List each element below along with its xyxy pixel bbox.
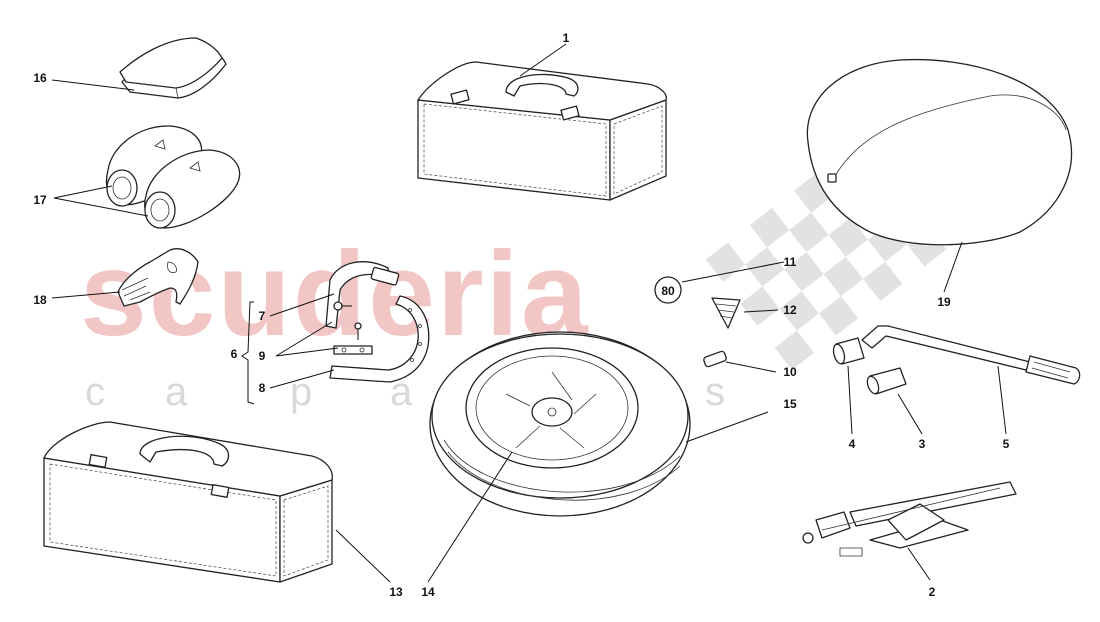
callout-15: 15 (783, 397, 797, 411)
callout-8: 8 (259, 381, 266, 395)
callout-4: 4 (849, 437, 856, 451)
svg-text:a: a (165, 370, 188, 414)
callout-7: 7 (259, 309, 266, 323)
part-2-jack (802, 481, 1017, 557)
svg-text:c: c (85, 370, 105, 414)
part-4-socket (832, 337, 865, 365)
svg-text:s: s (705, 370, 725, 414)
callout-19: 19 (937, 295, 951, 309)
callout-18: 18 (33, 293, 47, 307)
part-18-glove (117, 248, 199, 307)
part-6-strap-assembly (241, 261, 430, 405)
part-3-socket (866, 367, 907, 395)
callout-13: 13 (389, 585, 403, 599)
part-16-cloth (119, 37, 227, 99)
callout-14: 14 (421, 585, 435, 599)
leader-lines (51, 43, 1007, 583)
callout-12: 12 (783, 303, 797, 317)
callout-9: 9 (259, 349, 266, 363)
callout-3: 3 (919, 437, 926, 451)
callout-2: 2 (929, 585, 936, 599)
callout-labels: 1 2 3 4 5 6 7 8 9 10 11 12 13 14 15 16 1… (33, 31, 1009, 599)
callout-1: 1 (563, 31, 570, 45)
speed-label: 80 (661, 284, 675, 298)
part-14-15-spare-wheel (429, 331, 691, 517)
part-10-valve (703, 350, 727, 368)
callout-17: 17 (33, 193, 47, 207)
part-1-tool-bag (417, 61, 667, 201)
callout-11: 11 (784, 255, 797, 269)
part-13-tool-bag (43, 421, 333, 583)
part-5-wheel-brace (861, 325, 1081, 385)
callout-5: 5 (1003, 437, 1010, 451)
callout-6: 6 (231, 347, 238, 361)
part-19-wheel-cover (806, 58, 1073, 246)
callout-10: 10 (783, 365, 797, 379)
callout-16: 16 (33, 71, 47, 85)
part-17-rolled-covers (105, 125, 241, 229)
part-12-warning-triangle (711, 297, 741, 329)
part-11-speed-sticker: 80 (654, 276, 682, 304)
